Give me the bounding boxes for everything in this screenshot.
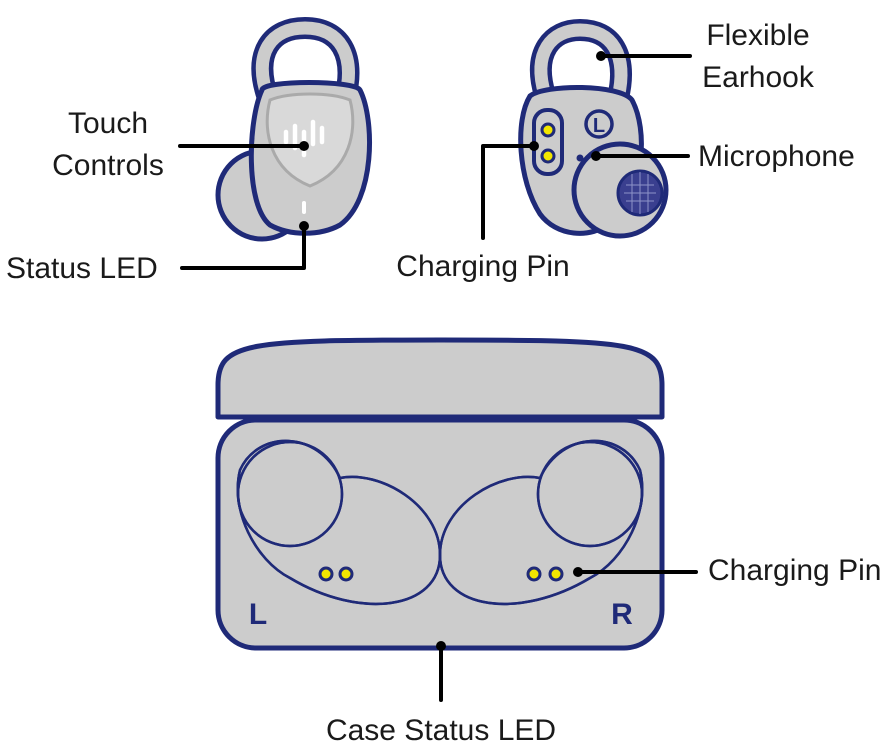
charging-pin-upper — [540, 122, 556, 138]
charging-case: L R — [215, 337, 665, 651]
side-mark-circle — [584, 109, 614, 139]
label-microphone: Microphone — [698, 140, 855, 173]
leader-charging-pin-bud — [481, 144, 536, 240]
label-status-led: Status LED — [6, 252, 158, 285]
leader-status-led — [180, 224, 306, 270]
left-case-pin-1 — [318, 566, 334, 582]
label-flexible: Flexible — [706, 19, 809, 52]
left-case-pin-2 — [338, 566, 354, 582]
label-controls: Controls — [52, 149, 164, 182]
earbud-front — [215, 16, 373, 242]
case-base — [218, 420, 662, 648]
right-case-pin-1 — [526, 566, 542, 582]
leader-lines — [178, 51, 698, 702]
label-case-status-led: Case Status LED — [326, 714, 556, 747]
microphone-hole — [576, 154, 584, 162]
case-right-letter: R — [611, 598, 633, 631]
case-left-letter: L — [249, 598, 267, 631]
label-touch: Touch — [68, 107, 148, 140]
right-case-pin-2 — [548, 566, 564, 582]
label-earhook: Earhook — [702, 61, 815, 94]
pin-housing — [532, 108, 564, 176]
label-charging-pin-case: Charging Pin — [708, 554, 881, 587]
side-mark-letter: L — [593, 115, 605, 137]
charging-pin-lower — [540, 148, 556, 164]
labels: Touch Controls Status LED Flexible Earho… — [6, 19, 881, 747]
label-charging-pin-bud: Charging Pin — [396, 250, 569, 283]
earbud-back: L — [518, 18, 669, 239]
case-lid — [218, 340, 662, 417]
